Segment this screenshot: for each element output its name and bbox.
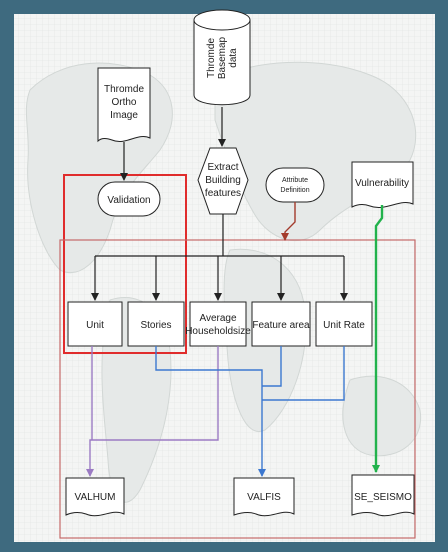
arrow-vulnerability-to-seismo: [372, 205, 384, 473]
node-stories: Stories: [127, 301, 185, 347]
vulnerability-label: Vulnerability: [355, 178, 409, 189]
ortho-label-1: Thromde: [104, 84, 144, 95]
unit-label: Unit: [86, 320, 104, 331]
avg-label-2: Householdsize: [185, 326, 251, 337]
node-unit-rate: Unit Rate: [315, 301, 373, 347]
extract-label-1: Extract: [207, 162, 238, 173]
attribute-frame: [59, 239, 416, 539]
basemap-label-3: data: [228, 48, 239, 68]
line-unit-rate-to-valfis: [262, 346, 345, 401]
arrow-attribute-to-frame: [281, 202, 296, 241]
black-connectors: [91, 107, 348, 301]
node-vulnerability: Vulnerability: [351, 161, 414, 208]
basemap-label-2: Basemap: [217, 36, 228, 79]
node-attribute-definition: Attribute Definition: [265, 167, 325, 203]
unit-rate-label: Unit Rate: [323, 320, 365, 331]
node-thromde-basemap: Thromde Basemap data: [193, 9, 251, 106]
arrow-stories-to-valfis: [155, 346, 266, 477]
attribute-label-2: Definition: [280, 187, 309, 194]
valfis-label: VALFIS: [247, 492, 281, 503]
se-seismo-label: SE_SEISMO: [354, 492, 412, 503]
node-valfis: VALFIS: [233, 477, 295, 517]
attribute-label-1: Attribute: [282, 177, 308, 184]
feature-area-label: Feature area: [252, 320, 310, 331]
ortho-label-2: Ortho: [111, 97, 136, 108]
node-avg-household: Average Householdsize: [185, 301, 251, 347]
node-se-seismo: SE_SEISMO: [351, 474, 415, 517]
validation-label: Validation: [107, 195, 150, 206]
node-extract: Extract Building features: [197, 147, 249, 215]
extract-label-3: features: [205, 188, 241, 199]
blue-connectors: [155, 346, 345, 477]
node-feature-area: Feature area: [251, 301, 311, 347]
node-thromde-ortho: Thromde Ortho Image: [97, 67, 151, 143]
stories-label: Stories: [140, 320, 171, 331]
valhum-label: VALHUM: [75, 492, 116, 503]
extract-label-2: Building: [205, 175, 241, 186]
node-validation: Validation: [97, 181, 161, 217]
purple-connectors: [86, 346, 219, 477]
arrow-avg-to-valhum: [86, 346, 219, 477]
basemap-label-1: Thromde: [206, 38, 217, 78]
node-unit: Unit: [67, 301, 123, 347]
ortho-label-3: Image: [110, 110, 138, 121]
line-feature-area-to-valfis: [262, 346, 282, 387]
node-valhum: VALHUM: [65, 477, 125, 517]
avg-label-1: Average: [199, 313, 237, 324]
